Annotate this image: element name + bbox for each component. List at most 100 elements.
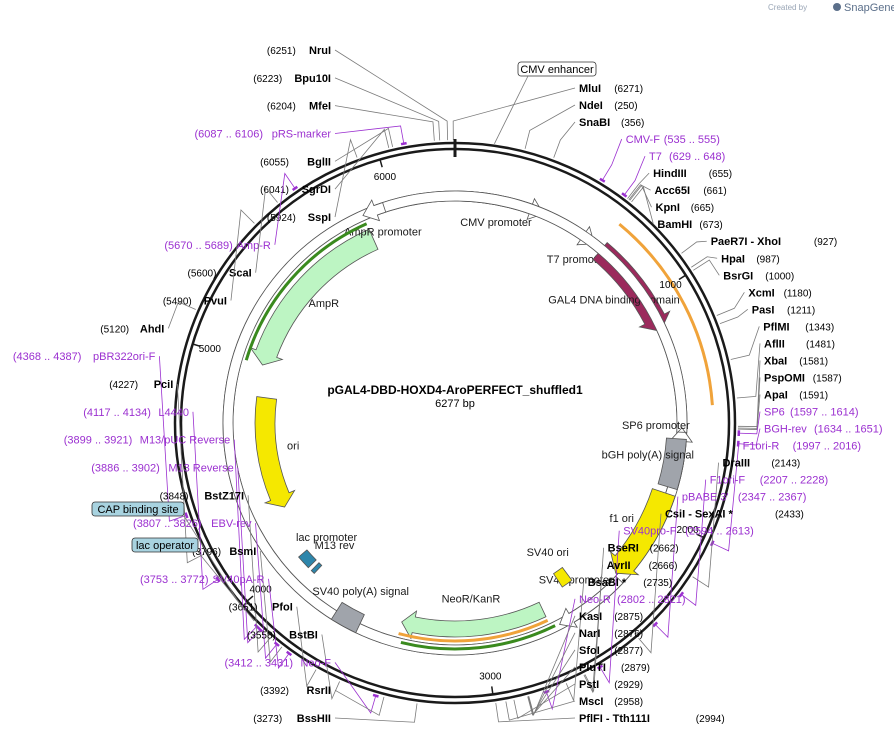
- feature-box: [131, 537, 199, 553]
- site-pluti[interactable]: PluTI(2879): [579, 662, 650, 674]
- site-bsrgi[interactable]: BsrGI(1000): [723, 270, 794, 282]
- primer-prs-marker[interactable]: pRS-marker(6087 .. 6106): [195, 129, 332, 141]
- label-name: NdeI: [579, 100, 603, 112]
- site-draiii[interactable]: DraIII(2143): [723, 458, 801, 470]
- label-position: (2594 .. 2613): [685, 526, 754, 538]
- label-position: (3886 .. 3902): [91, 463, 160, 475]
- feature-neor-kanr[interactable]: [401, 601, 547, 640]
- site-psti[interactable]: PstI(2929): [579, 679, 643, 691]
- site-sgrdi[interactable]: SgrDI(6041): [260, 184, 331, 196]
- feature-sv40-ori[interactable]: [552, 566, 573, 588]
- primer-t7[interactable]: T7(629 .. 648): [649, 151, 725, 163]
- site-kasi[interactable]: KasI(2875): [579, 611, 643, 623]
- primer-pbabe-3-[interactable]: pBABE 3'(2347 .. 2367): [682, 492, 807, 504]
- primer-mark: [599, 177, 606, 183]
- primer-amp-r[interactable]: Amp-R(5670 .. 5689): [164, 240, 271, 252]
- site-nari[interactable]: NarI(2876): [579, 628, 643, 640]
- primer-sv40pa-r[interactable]: SV40pA-R(3753 .. 3772): [140, 574, 265, 586]
- site-nrui[interactable]: NruI(6251): [267, 45, 331, 57]
- site-scai[interactable]: ScaI(5600): [188, 268, 252, 280]
- site-acc65i[interactable]: Acc65I(661): [655, 185, 727, 197]
- primer-sv40pro-f[interactable]: SV40pro-F(2594 .. 2613): [623, 526, 754, 538]
- site-leader: [736, 343, 761, 399]
- feature-sv40-promoter[interactable]: [559, 575, 624, 628]
- site-pflmi[interactable]: PflMI(1343): [763, 321, 834, 333]
- site-bamhi[interactable]: BamHI(673): [657, 219, 722, 231]
- primer-m13-puc-reverse[interactable]: M13/pUC Reverse(3899 .. 3921): [64, 435, 231, 447]
- site-sspi[interactable]: SspI(5924): [267, 212, 331, 224]
- primer-mark: [678, 591, 685, 598]
- label-position: (2877): [614, 646, 643, 657]
- feature-ampr[interactable]: [249, 228, 379, 366]
- primer-pbr322ori-f[interactable]: pBR322ori-F(4368 .. 4387): [13, 351, 156, 363]
- site-bstbi[interactable]: BstBI(3558): [247, 630, 318, 642]
- site-apai[interactable]: ApaI(1591): [764, 389, 828, 401]
- feature-bgh-poly-a-signal[interactable]: [657, 437, 687, 491]
- feature-ampr-promoter[interactable]: [362, 199, 387, 222]
- primer-mark: [621, 192, 628, 198]
- site-avrii[interactable]: AvrII(2666): [607, 560, 678, 572]
- label-position: (1587): [813, 373, 842, 384]
- feature-m13-rev[interactable]: [310, 562, 323, 574]
- site-msci[interactable]: MscI(2958): [579, 696, 643, 708]
- boxed-feature-cmv-enhancer[interactable]: CMV enhancer: [517, 61, 597, 77]
- primer-neo-f[interactable]: Neo-F(3412 .. 3431): [225, 657, 332, 669]
- site-xcmi[interactable]: XcmI(1180): [748, 287, 811, 299]
- site-bglii[interactable]: BglII(6055): [260, 156, 331, 168]
- primer-ebv-rev[interactable]: EBV-rev(3807 .. 3826): [133, 518, 252, 530]
- site-bsabi-[interactable]: BsaBI *(2735): [588, 577, 673, 589]
- site-aflii[interactable]: AflII(1481): [764, 338, 835, 350]
- site-pflfi-tth111i[interactable]: PflFI - Tth111I(2994): [579, 713, 725, 725]
- site-pfoi[interactable]: PfoI(3651): [229, 602, 293, 614]
- site-snabi[interactable]: SnaBI(356): [579, 117, 644, 129]
- site-leader: [230, 209, 255, 301]
- site-bpu10i[interactable]: Bpu10I(6223): [253, 73, 331, 85]
- primer-f1ori-f[interactable]: F1ori-F(2207 .. 2228): [710, 475, 829, 487]
- primer-leader: [654, 496, 679, 639]
- site-pasi[interactable]: PasI(1211): [752, 304, 815, 316]
- primer-f1ori-r[interactable]: F1ori-R(1997 .. 2016): [743, 441, 862, 453]
- feature-ori[interactable]: [254, 396, 296, 508]
- site-paer7i-xhoi[interactable]: PaeR7I - XhoI(927): [711, 236, 838, 248]
- label-position: (3273): [253, 714, 282, 725]
- site-ndei[interactable]: NdeI(250): [579, 100, 638, 112]
- site-mfei[interactable]: MfeI(6204): [267, 101, 331, 113]
- primer-m13-reverse[interactable]: M13 Reverse(3886 .. 3902): [91, 463, 233, 475]
- site-sfoi[interactable]: SfoI(2877): [579, 645, 643, 657]
- feature-lac-promoter[interactable]: [298, 549, 317, 569]
- site-pspomi[interactable]: PspOMI(1587): [764, 372, 842, 384]
- feature-sp6-promoter[interactable]: [222, 190, 694, 656]
- label-position: (1634 .. 1651): [814, 424, 883, 436]
- label-name: RsrII: [307, 685, 331, 697]
- site-bsshii[interactable]: BssHII (3273): [253, 713, 331, 725]
- site-ahdi[interactable]: AhdI(5120): [100, 323, 164, 335]
- feature-f1-ori[interactable]: [609, 488, 676, 576]
- site-leader: [334, 127, 394, 162]
- site-pcii[interactable]: PciI(4227): [109, 379, 173, 391]
- site-csii-sexai-[interactable]: CsiI - SexAI *(2433): [665, 509, 804, 521]
- boxed-feature-cap-binding-site[interactable]: CAP binding site: [91, 501, 185, 517]
- site-kpni[interactable]: KpnI(665): [656, 202, 715, 214]
- site-xbai[interactable]: XbaI(1581): [764, 355, 828, 367]
- label-name: BssHII: [297, 713, 331, 725]
- site-bsmi[interactable]: BsmI(3796): [192, 546, 256, 558]
- label-position: (661): [703, 186, 726, 197]
- site-leader: [730, 326, 760, 360]
- site-rsrii[interactable]: RsrII(3392): [260, 685, 331, 697]
- site-pvui[interactable]: PvuI(5490): [163, 296, 227, 308]
- primer-neo-r[interactable]: Neo-R(2802 .. 2821): [579, 594, 686, 606]
- primer-sp6[interactable]: SP6(1597 .. 1614): [764, 407, 859, 419]
- site-hpai[interactable]: HpaI(987): [721, 253, 780, 265]
- site-leader: [627, 172, 650, 199]
- site-mlui[interactable]: MluI(6271): [579, 83, 643, 95]
- boxed-feature-lac-operator[interactable]: lac operator: [131, 537, 199, 553]
- site-bstz17i[interactable]: BstZ17I(3848): [160, 490, 245, 502]
- primer-bgh-rev[interactable]: BGH-rev(1634 .. 1651): [764, 424, 883, 436]
- feature-sv40-poly-a-signal[interactable]: [330, 601, 365, 634]
- credit-text: Created by: [768, 3, 807, 12]
- primer-l4440[interactable]: L4440(4117 .. 4134): [83, 407, 189, 419]
- site-hindiii[interactable]: HindIII(655): [653, 168, 732, 180]
- site-bseri[interactable]: BseRI(2662): [608, 543, 679, 555]
- label-name: AhdI: [140, 323, 164, 335]
- primer-cmv-f[interactable]: CMV-F(535 .. 555): [626, 134, 720, 146]
